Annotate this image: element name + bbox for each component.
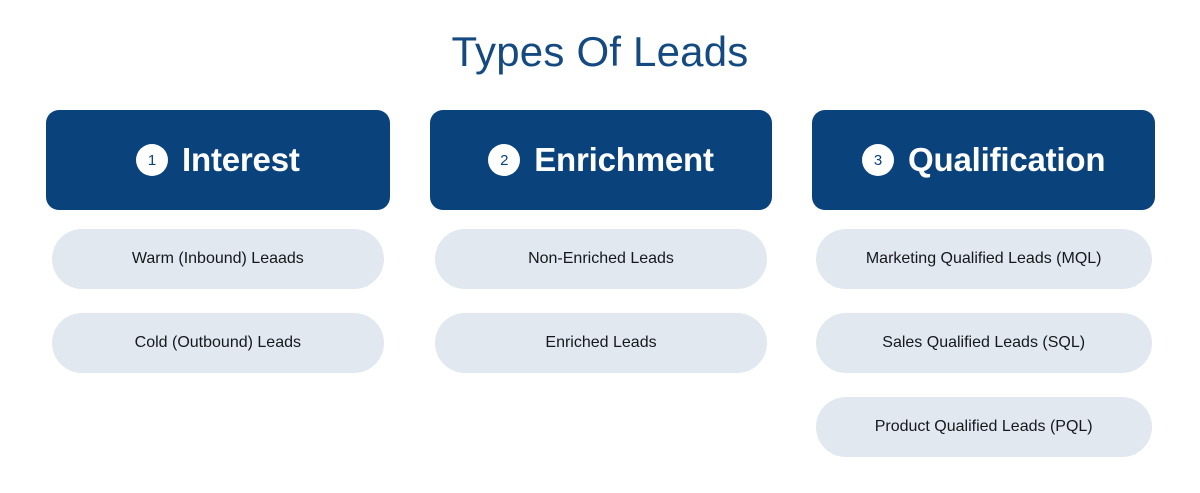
lead-type-list-qualification: Marketing Qualified Leads (MQL) Sales Qu…	[812, 229, 1155, 457]
stage-column-qualification: 3 Qualification Marketing Qualified Lead…	[812, 110, 1156, 457]
stage-title: Enrichment	[534, 140, 714, 178]
lead-type-pill[interactable]: Non-Enriched Leads	[435, 229, 767, 289]
stage-number-badge: 2	[488, 144, 521, 176]
stage-header-interest[interactable]: 1 Interest	[46, 110, 390, 210]
stage-column-enrichment: 2 Enrichment Non-Enriched Leads Enriched…	[429, 110, 773, 373]
stage-header-enrichment[interactable]: 2 Enrichment	[429, 110, 773, 210]
stage-header-qualification[interactable]: 3 Qualification	[812, 110, 1156, 210]
stage-number-badge: 3	[862, 144, 895, 176]
page-title: Types Of Leads	[451, 28, 749, 75]
stage-column-interest: 1 Interest Warm (Inbound) Leaads Cold (O…	[46, 110, 390, 373]
stage-title: Interest	[182, 140, 300, 178]
lead-type-pill[interactable]: Cold (Outbound) Leads	[51, 313, 384, 373]
stage-title: Qualification	[908, 140, 1106, 178]
stage-number-badge: 1	[136, 144, 169, 176]
lead-type-pill[interactable]: Sales Qualified Leads (SQL)	[815, 313, 1152, 373]
lead-type-pill[interactable]: Product Qualified Leads (PQL)	[815, 397, 1152, 457]
stage-columns: 1 Interest Warm (Inbound) Leaads Cold (O…	[46, 110, 1156, 457]
lead-type-pill[interactable]: Warm (Inbound) Leaads	[51, 229, 384, 289]
lead-type-pill[interactable]: Marketing Qualified Leads (MQL)	[815, 229, 1152, 289]
lead-type-pill[interactable]: Enriched Leads	[435, 313, 767, 373]
lead-type-list-interest: Warm (Inbound) Leaads Cold (Outbound) Le…	[46, 229, 390, 373]
lead-type-list-enrichment: Non-Enriched Leads Enriched Leads	[430, 229, 773, 373]
